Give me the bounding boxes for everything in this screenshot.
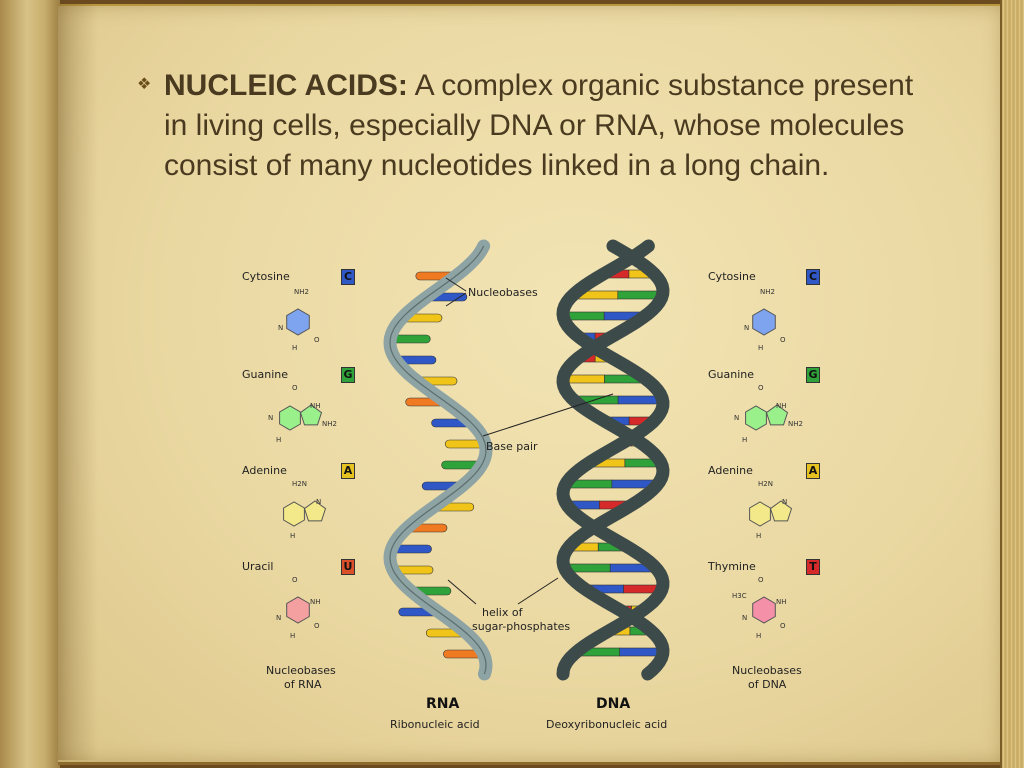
rna-caption-line1: Nucleobases: [266, 664, 336, 677]
rna-u-group-4: O: [314, 622, 320, 630]
dna-c-group-1: NH2: [760, 288, 775, 296]
bullet-paragraph: NUCLEIC ACIDS: A complex organic substan…: [164, 66, 934, 186]
guanine-ring-icon: [299, 404, 323, 426]
rna-base-name-2: Guanine: [242, 368, 289, 381]
dna-c-group-3: O: [780, 336, 786, 344]
page-edges: [1000, 0, 1024, 768]
book-spine: [0, 0, 60, 768]
nucleobases-annotation: Nucleobases: [468, 286, 538, 299]
rna-backbone-edge: [389, 245, 487, 675]
rna-badge-u: U: [341, 559, 355, 575]
base-pair-annotation: Base pair: [486, 440, 538, 453]
dna-base-name-4: Thymine: [708, 560, 756, 573]
dna-caption-line2: of DNA: [748, 678, 787, 691]
molecule-structures: [279, 308, 793, 624]
rna-g-group-3: NH2: [322, 420, 337, 428]
rna-c-group-3: O: [314, 336, 320, 344]
adenine-ring-icon: [769, 500, 793, 522]
dna-c-group-2: N: [744, 324, 750, 332]
rna-u-group-1: O: [292, 576, 298, 584]
rna-u-group-2: NH: [310, 598, 321, 606]
dna-g-group-5: H: [742, 436, 748, 444]
cytosine-molecule-icon: [752, 308, 776, 336]
dna-base-name-1: Cytosine: [708, 270, 756, 283]
guanine-ring-icon: [765, 404, 789, 426]
bullet-text: A complex organic substance present in l…: [164, 69, 914, 182]
dna-g-group-4: N: [734, 414, 740, 422]
uracil-molecule-icon: [286, 596, 310, 624]
annotation-lines: [445, 277, 614, 605]
rna-g-group-4: N: [268, 414, 274, 422]
rna-u-group-3: N: [276, 614, 282, 622]
dna-c-group-4: H: [758, 344, 764, 352]
guanine-molecule-icon: [745, 405, 767, 431]
dna-backbone-a: [556, 239, 670, 681]
helix-annotation-line2: sugar-phosphates: [472, 620, 571, 633]
dna-a-group-3: H: [756, 532, 762, 540]
helix-drawing: [279, 239, 793, 681]
dna-a-group-1: H2N: [758, 480, 773, 488]
helix-annotation-line1: helix of: [482, 606, 523, 619]
rna-base-name-1: Cytosine: [242, 270, 290, 283]
rna-title: RNA: [426, 696, 460, 712]
dna-g-group-1: O: [758, 384, 764, 392]
rna-base-name-4: Uracil: [242, 560, 274, 573]
dna-t-group-4: N: [742, 614, 748, 622]
page-gutter-shadow: [58, 4, 98, 760]
dna-g-group-2: NH: [776, 402, 787, 410]
dna-t-group-5: O: [780, 622, 786, 630]
dna-backbone-b: [556, 239, 670, 681]
dna-subtitle: Deoxyribonucleic acid: [546, 718, 668, 731]
adenine-molecule-icon: [283, 501, 305, 527]
rna-a-group-3: H: [290, 532, 296, 540]
rna-caption-line2: of RNA: [284, 678, 322, 691]
rna-helix: [383, 239, 493, 681]
dna-title: DNA: [596, 696, 631, 712]
dna-t-group-6: H: [756, 632, 762, 640]
dna-t-group-2: H3C: [732, 592, 747, 600]
dna-badge-c: C: [806, 269, 820, 285]
rna-g-group-1: O: [292, 384, 298, 392]
rna-badge-a: A: [341, 463, 355, 479]
rna-base-name-3: Adenine: [242, 464, 287, 477]
cytosine-molecule-icon: [286, 308, 310, 336]
rna-c-group-1: NH2: [294, 288, 309, 296]
nucleic-acid-figure: Nucleobases Base pair helix of sugar-pho…: [228, 236, 840, 742]
rna-badge-g: G: [341, 367, 355, 383]
rna-badge-c: C: [341, 269, 355, 285]
rna-c-group-4: H: [292, 344, 298, 352]
dna-t-group-1: O: [758, 576, 764, 584]
rna-subtitle: Ribonucleic acid: [390, 718, 480, 731]
thymine-molecule-icon: [752, 596, 776, 624]
rna-a-group-1: H2N: [292, 480, 307, 488]
guanine-molecule-icon: [279, 405, 301, 431]
dna-badge-t: T: [806, 559, 820, 575]
dna-t-group-3: NH: [776, 598, 787, 606]
dna-base-name-3: Adenine: [708, 464, 753, 477]
rna-u-group-5: H: [290, 632, 296, 640]
dna-a-group-2: N: [782, 498, 788, 506]
adenine-ring-icon: [303, 500, 327, 522]
adenine-molecule-icon: [749, 501, 771, 527]
dna-badge-g: G: [806, 367, 820, 383]
dna-badge-a: A: [806, 463, 820, 479]
slide-page: [58, 4, 1002, 765]
rna-a-group-2: N: [316, 498, 322, 506]
bullet-icon: ❖: [137, 74, 152, 93]
rna-g-group-5: H: [276, 436, 282, 444]
rna-c-group-2: N: [278, 324, 284, 332]
rna-g-group-2: NH: [310, 402, 321, 410]
dna-base-name-2: Guanine: [708, 368, 755, 381]
bullet-term: NUCLEIC ACIDS:: [164, 69, 408, 102]
dna-helix: [556, 239, 670, 681]
dna-caption-line1: Nucleobases: [732, 664, 802, 677]
dna-g-group-3: NH2: [788, 420, 803, 428]
